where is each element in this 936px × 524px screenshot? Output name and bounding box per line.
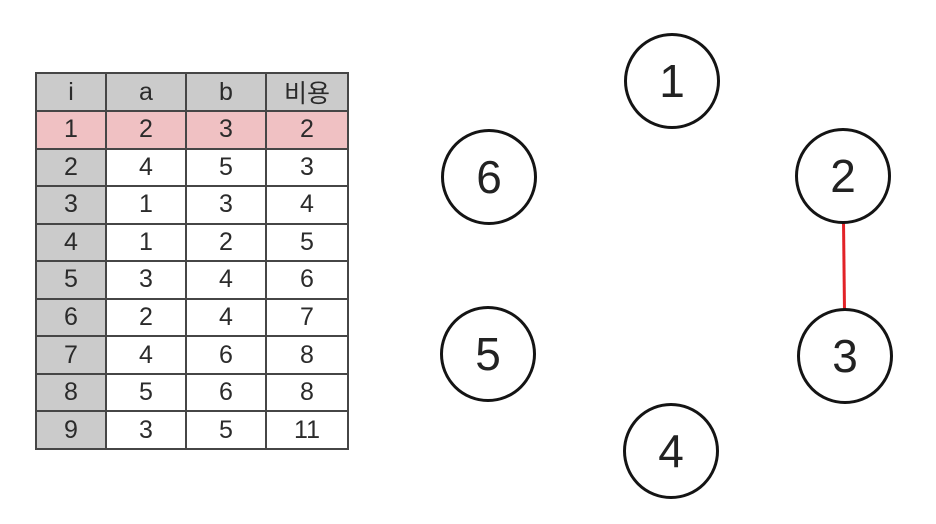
table-cell: 5 <box>105 372 187 413</box>
graph-node-6: 6 <box>441 129 537 225</box>
node-label: 3 <box>832 330 858 382</box>
graph-node-4: 4 <box>623 403 719 499</box>
row-index-cell: 8 <box>35 372 107 413</box>
table-cell: 6 <box>185 372 267 413</box>
table-cell: 1 <box>105 185 187 225</box>
row-index-cell: 4 <box>35 222 107 263</box>
table-cell: 2 <box>105 297 187 338</box>
column-header-1: a <box>105 72 187 112</box>
row-index-cell: 6 <box>35 297 107 338</box>
table-cell: 6 <box>265 260 349 300</box>
table-cell: 4 <box>105 335 187 375</box>
table-cell: 5 <box>185 147 267 188</box>
table-cell: 2 <box>105 110 187 150</box>
node-label: 2 <box>830 150 856 202</box>
table-cell: 2 <box>185 222 267 263</box>
graph-node-2: 2 <box>795 128 891 224</box>
table-cell: 8 <box>265 335 349 375</box>
column-header-2: b <box>185 72 267 112</box>
table-cell: 6 <box>185 335 267 375</box>
row-index-cell: 9 <box>35 410 107 450</box>
table-cell: 1 <box>105 222 187 263</box>
graph-node-3: 3 <box>797 308 893 404</box>
node-label: 5 <box>475 328 501 380</box>
table-cell: 3 <box>105 410 187 450</box>
column-header-3: 비용 <box>265 72 349 112</box>
table-cell: 11 <box>265 410 349 450</box>
row-index-cell: 5 <box>35 260 107 300</box>
table-cell: 8 <box>265 372 349 413</box>
table-cell: 3 <box>185 110 267 150</box>
node-label: 6 <box>476 151 502 203</box>
node-label: 1 <box>659 55 685 107</box>
graph-node-1: 1 <box>624 33 720 129</box>
table-cell: 3 <box>265 147 349 188</box>
table-cell: 4 <box>105 147 187 188</box>
row-index-cell: 1 <box>35 110 107 150</box>
table-cell: 4 <box>185 260 267 300</box>
row-index-cell: 7 <box>35 335 107 375</box>
table-cell: 4 <box>265 185 349 225</box>
graph-node-5: 5 <box>440 306 536 402</box>
row-index-cell: 3 <box>35 185 107 225</box>
node-label: 4 <box>658 425 684 477</box>
column-header-0: i <box>35 72 107 112</box>
row-index-cell: 2 <box>35 147 107 188</box>
table-cell: 2 <box>265 110 349 150</box>
table-cell: 3 <box>185 185 267 225</box>
table-cell: 4 <box>185 297 267 338</box>
table-cell: 3 <box>105 260 187 300</box>
table-cell: 5 <box>185 410 267 450</box>
table-cell: 5 <box>265 222 349 263</box>
table-cell: 7 <box>265 297 349 338</box>
